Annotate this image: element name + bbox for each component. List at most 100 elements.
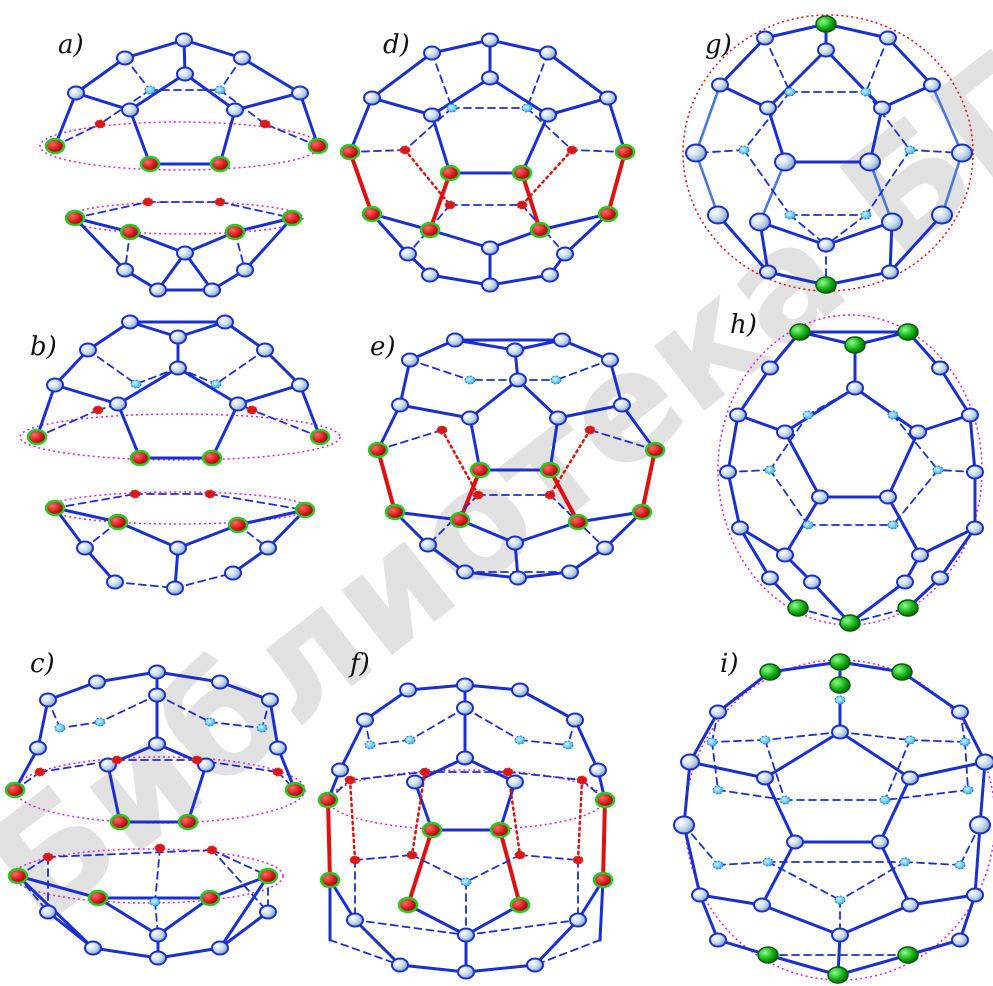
bond [886, 430, 920, 499]
atom [203, 282, 221, 298]
hidden-highlight-atom [502, 767, 514, 777]
bond [176, 366, 240, 406]
highlight-atom [109, 813, 131, 831]
atom [923, 77, 941, 93]
bond [904, 861, 961, 866]
highlight-atom [361, 205, 383, 223]
bond [464, 903, 522, 937]
hidden-atom [54, 723, 66, 733]
bond [47, 849, 213, 858]
hidden-atom [860, 87, 872, 97]
panel-b [19, 314, 341, 596]
panel-e [367, 332, 666, 586]
hidden-atom [962, 785, 974, 795]
atom [601, 352, 619, 368]
hidden-highlight-atom [272, 767, 284, 777]
bond [839, 731, 911, 741]
atom [46, 377, 64, 393]
atom [709, 932, 727, 948]
bond [428, 228, 492, 250]
atom [88, 674, 106, 690]
atom [457, 964, 475, 980]
bond [766, 48, 828, 110]
highlight-atom [139, 155, 161, 173]
atom [719, 464, 737, 480]
bond [128, 72, 187, 112]
bond [884, 739, 911, 801]
atom [831, 927, 849, 943]
bond [99, 694, 158, 723]
bond [468, 416, 482, 472]
atom [761, 570, 779, 586]
panel-label-c: c) [30, 649, 55, 679]
bond [236, 383, 302, 406]
bond [128, 108, 152, 166]
bond [888, 213, 944, 274]
bond [758, 220, 828, 247]
highlight-atom [567, 513, 589, 531]
bond [428, 273, 492, 287]
bond-highlight [498, 828, 522, 907]
bond [556, 403, 624, 420]
green-atom [829, 653, 851, 671]
hidden-atom [562, 740, 574, 750]
bond [764, 37, 791, 93]
hidden-highlight-atom [349, 855, 361, 865]
bond-highlight [406, 828, 434, 907]
bond-highlight [440, 428, 480, 497]
atom [951, 704, 969, 720]
bond-highlight [520, 171, 542, 232]
atom [211, 674, 229, 690]
atom [481, 277, 499, 293]
bond-highlight [576, 778, 584, 862]
atom [776, 547, 794, 563]
bond [694, 151, 720, 217]
bond [884, 789, 969, 801]
bond [573, 718, 600, 772]
atom [911, 547, 929, 563]
hidden-atom [204, 717, 216, 727]
hidden-atom [364, 740, 376, 750]
atom [951, 932, 969, 948]
panel-f [317, 677, 616, 980]
bond [688, 710, 720, 764]
atom [456, 677, 474, 693]
bond [156, 694, 211, 723]
highlight-atom [384, 503, 406, 521]
bond [87, 349, 137, 385]
bond [268, 698, 280, 750]
hidden-atom [514, 735, 526, 745]
atom [79, 342, 97, 358]
highlight-atom [107, 513, 129, 531]
hidden-atom [779, 795, 791, 805]
hidden-atom [738, 145, 750, 155]
atom [76, 540, 94, 556]
highlight-atom [309, 428, 331, 446]
bond [114, 581, 176, 589]
bond [916, 413, 972, 434]
ring-ellipse [12, 848, 284, 904]
bond [892, 469, 939, 526]
bond [838, 903, 912, 937]
hidden-atom [802, 410, 814, 420]
atom [39, 692, 57, 708]
bond [96, 896, 160, 937]
atom [481, 240, 499, 256]
bond [186, 763, 208, 824]
atom [176, 66, 194, 82]
panel-d [339, 32, 636, 293]
bond [463, 683, 522, 692]
hidden-atom [210, 379, 222, 389]
bond-highlight [601, 798, 607, 882]
atom [561, 564, 579, 580]
hidden-highlight-atom [576, 775, 588, 785]
ring-ellipse [327, 769, 605, 831]
molecule-drawings [4, 14, 993, 984]
atom [761, 360, 779, 376]
hidden-atom [256, 723, 268, 733]
bond [620, 403, 657, 452]
watermark: Библиотека БГУИР [0, 0, 993, 958]
bond [865, 37, 889, 93]
bond [886, 495, 922, 557]
